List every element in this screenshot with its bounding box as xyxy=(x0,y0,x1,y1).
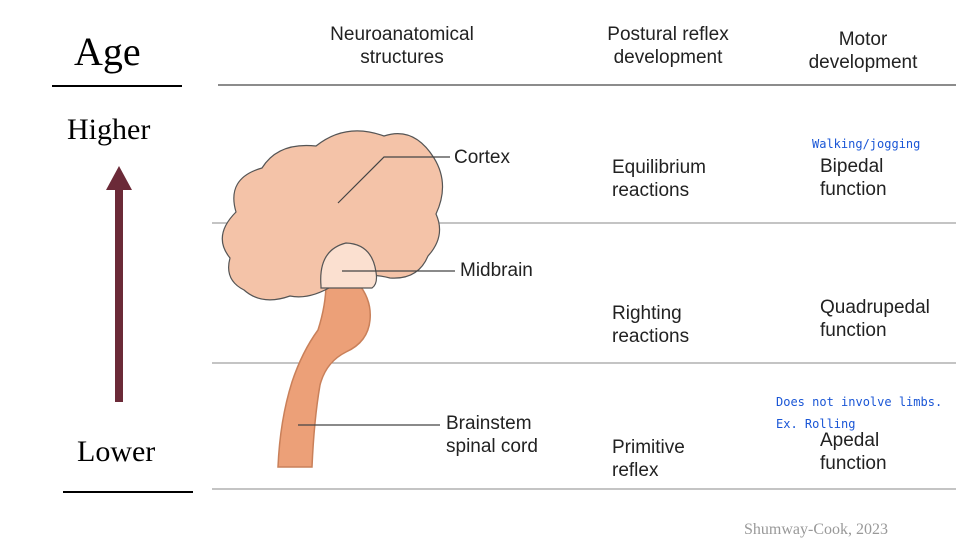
lower-label: Lower xyxy=(77,435,156,468)
reflex-bottom: Primitive reflex xyxy=(612,437,685,481)
header-structures: Neuroanatomical structures xyxy=(330,24,474,68)
cortex-label: Cortex xyxy=(454,147,510,168)
annotation-walking: Walking/jogging xyxy=(812,137,921,151)
annotation-rolling: Ex. Rolling xyxy=(776,417,856,431)
annotation-no-limbs: Does not involve limbs. xyxy=(776,395,943,409)
header-motor: Motor development xyxy=(808,29,918,73)
higher-label: Higher xyxy=(67,113,151,146)
header-reflex: Postural reflex development xyxy=(607,24,729,68)
age-arrow-head xyxy=(106,166,132,190)
age-title: Age xyxy=(74,29,141,74)
motor-middle: Quadrupedal function xyxy=(820,297,930,341)
brainstem-label: Brainstem spinal cord xyxy=(446,413,538,457)
reflex-top: Equilibrium reactions xyxy=(612,157,706,201)
cortex-shape xyxy=(221,130,444,301)
cortex-leader-line xyxy=(337,156,450,204)
motor-top: Bipedal function xyxy=(820,156,887,200)
midbrain-shape xyxy=(320,242,378,289)
citation: Shumway-Cook, 2023 xyxy=(744,521,888,538)
reflex-middle: Righting reactions xyxy=(612,303,690,347)
motor-bottom: Apedal function xyxy=(820,430,887,474)
midbrain-label: Midbrain xyxy=(460,260,533,281)
brainstem-shape xyxy=(277,282,371,468)
